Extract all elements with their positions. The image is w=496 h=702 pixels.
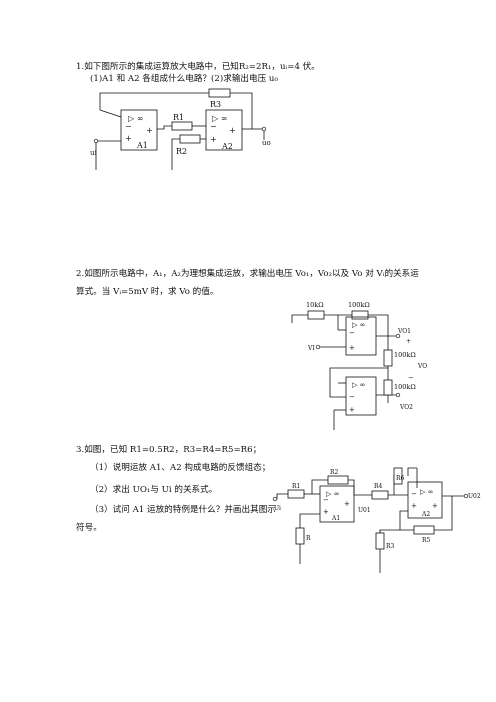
vo-minus: −	[408, 374, 414, 382]
a1-plus-2: +	[349, 344, 355, 352]
r100k-bot-label: 100kΩ	[394, 383, 416, 391]
a2-plus-out: +	[229, 126, 236, 135]
a2-minus-3: −	[411, 490, 417, 498]
problem3-statement: 3.如图，已知 R1=0.5R2，R3=R4=R5=R6；	[76, 445, 262, 455]
ui-label-3: Ui	[274, 505, 281, 512]
a2-label: A2	[221, 142, 233, 151]
a1-plus-out: +	[146, 126, 153, 135]
problem3-q2: （2）求出 UO₁与 Ui 的关系式。	[90, 485, 218, 495]
r1-label-3: R1	[292, 483, 300, 490]
uo1-label-3: U01	[358, 507, 371, 514]
problem3-q1: （1）说明运放 A1、A2 构成电路的反馈组态；	[90, 463, 271, 473]
r100k-top-label: 100kΩ	[348, 301, 370, 309]
a2-inf-symbol: ▷ ∞	[212, 114, 227, 123]
vo-label: VO	[417, 363, 427, 370]
uo-label: uo	[262, 139, 271, 147]
vo2-label: VO2	[399, 404, 413, 411]
a1-minus-3: −	[323, 496, 329, 504]
vo1-plus: +	[406, 338, 411, 345]
problem2-circuit: 10kΩ 100kΩ ▷ ∞ − + VI VO1 + 100kΩ VO − ▷…	[291, 301, 427, 430]
a2-plus-in: +	[210, 135, 217, 144]
a1-label: A1	[136, 141, 148, 150]
r1-label: R1	[173, 113, 184, 122]
a2-minus-2: −	[349, 393, 355, 401]
a1-minus-2: −	[349, 329, 355, 337]
a2-label-3: A2	[421, 511, 430, 518]
r-label-3: R	[306, 535, 311, 542]
problem3-q3-cont: 符号。	[76, 523, 102, 533]
a1-inf-symbol-2: ▷ ∞	[352, 321, 365, 329]
r2-label-3: R2	[330, 469, 339, 476]
r5-label-3: R5	[422, 537, 431, 544]
a2-inf-symbol-2: ▷ ∞	[352, 381, 365, 389]
a2-plus-3: +	[411, 502, 417, 510]
a1-plus-out-3: +	[344, 500, 350, 508]
r3-label-3: R3	[386, 543, 395, 550]
r2-label: R2	[176, 147, 187, 156]
r6-label-3: R6	[396, 475, 405, 482]
a2-inf-symbol-3: ▷ ∞	[420, 488, 433, 496]
problem1-circuit: R3 R1 R2 ▷ ∞ − + + A1 ▷ ∞ − + + A2 ui uo	[90, 88, 271, 170]
a2-plus-out-3: +	[432, 502, 438, 510]
a1-plus-in: +	[125, 134, 132, 143]
problem3-q3: （3）试问 A1 运放的特例是什么？并画出其图示	[90, 505, 276, 515]
problem2-statement: 2.如图所示电路中，A₁，A₂为理想集成运放，求输出电压 Vo₁，Vo₂以及 V…	[76, 269, 419, 279]
r4-label-3: R4	[374, 483, 383, 490]
a2-plus-2: +	[349, 406, 355, 414]
ui-label: ui	[90, 149, 98, 157]
uo2-label-3: U02	[468, 493, 481, 500]
a2-minus: −	[210, 122, 217, 131]
vi-label: VI	[307, 345, 315, 352]
a1-inf-symbol: ▷ ∞	[128, 114, 143, 123]
a1-plus-3: +	[323, 508, 329, 516]
a1-minus: −	[125, 122, 132, 131]
vo1-label: VO1	[397, 328, 411, 335]
r3-label: R3	[210, 100, 221, 109]
problem1-questions: (1)A1 和 A2 各组成什么电路？(2)求输出电压 u₀	[90, 74, 278, 84]
r10k-label: 10kΩ	[306, 301, 324, 309]
a1-label-3: A1	[331, 515, 340, 522]
problem1-statement: 1.如下图所示的集成运算放大电路中，已知R₂=2R₁，uᵢ=4 伏。	[76, 62, 320, 72]
problem2-question: 算式。当 Vᵢ=5mV 时，求 Vo 的值。	[76, 287, 219, 297]
a1-inf-symbol-3: ▷ ∞	[326, 490, 339, 498]
problem3-circuit: R2 R1 Ui ▷ ∞ − + + A1 R U01 R4 R6 ▷ ∞ − …	[272, 467, 481, 573]
r100k-mid-label: 100kΩ	[394, 351, 416, 359]
